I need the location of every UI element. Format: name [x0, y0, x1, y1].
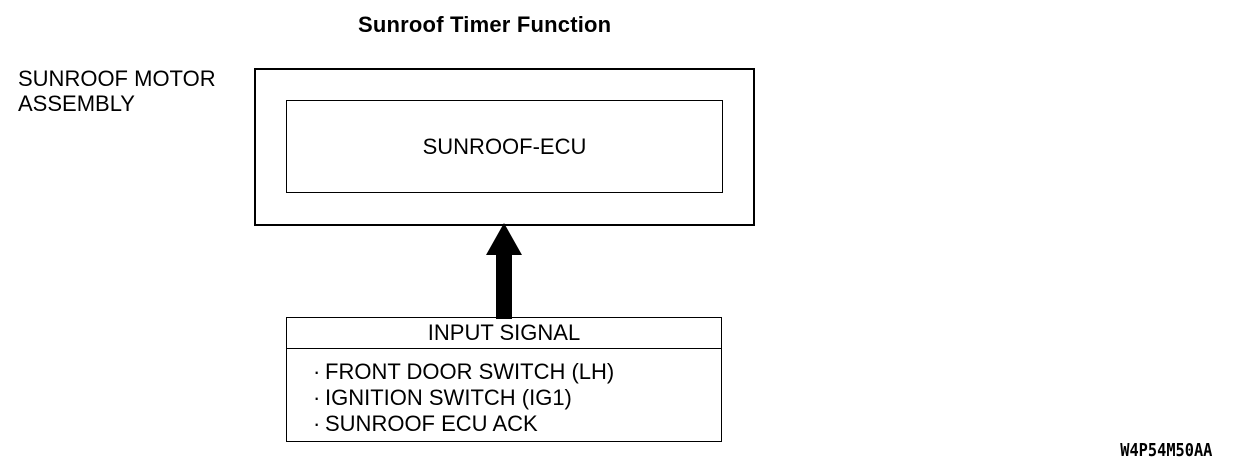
- ecu-box: SUNROOF-ECU: [286, 100, 723, 193]
- input-signal-item-label: FRONT DOOR SWITCH (LH): [325, 359, 615, 384]
- motor-assembly-label: SUNROOF MOTOR ASSEMBLY: [18, 66, 216, 116]
- input-signal-item-label: IGNITION SWITCH (IG1): [325, 385, 572, 410]
- input-signal-item: · SUNROOF ECU ACK: [313, 411, 721, 437]
- bullet-icon: ·: [313, 359, 321, 384]
- motor-assembly-label-line1: SUNROOF MOTOR: [18, 66, 216, 91]
- input-signal-header: INPUT SIGNAL: [287, 318, 721, 349]
- input-signal-box: INPUT SIGNAL · FRONT DOOR SWITCH (LH) · …: [286, 317, 722, 442]
- bullet-icon: ·: [313, 385, 321, 410]
- ecu-label: SUNROOF-ECU: [422, 133, 587, 159]
- input-signal-header-label: INPUT SIGNAL: [427, 320, 581, 345]
- diagram-title: Sunroof Timer Function: [358, 12, 612, 37]
- up-arrow-icon: [486, 223, 522, 319]
- motor-assembly-label-line2: ASSEMBLY: [18, 91, 135, 116]
- input-signal-item-label: SUNROOF ECU ACK: [325, 411, 538, 436]
- input-signal-item: · IGNITION SWITCH (IG1): [313, 385, 721, 411]
- input-signal-item: · FRONT DOOR SWITCH (LH): [313, 359, 721, 385]
- arrow-head: [486, 223, 522, 319]
- input-signal-list: · FRONT DOOR SWITCH (LH) · IGNITION SWIT…: [287, 349, 721, 437]
- figure-code: W4P54M50AA: [1119, 440, 1212, 461]
- bullet-icon: ·: [313, 411, 321, 436]
